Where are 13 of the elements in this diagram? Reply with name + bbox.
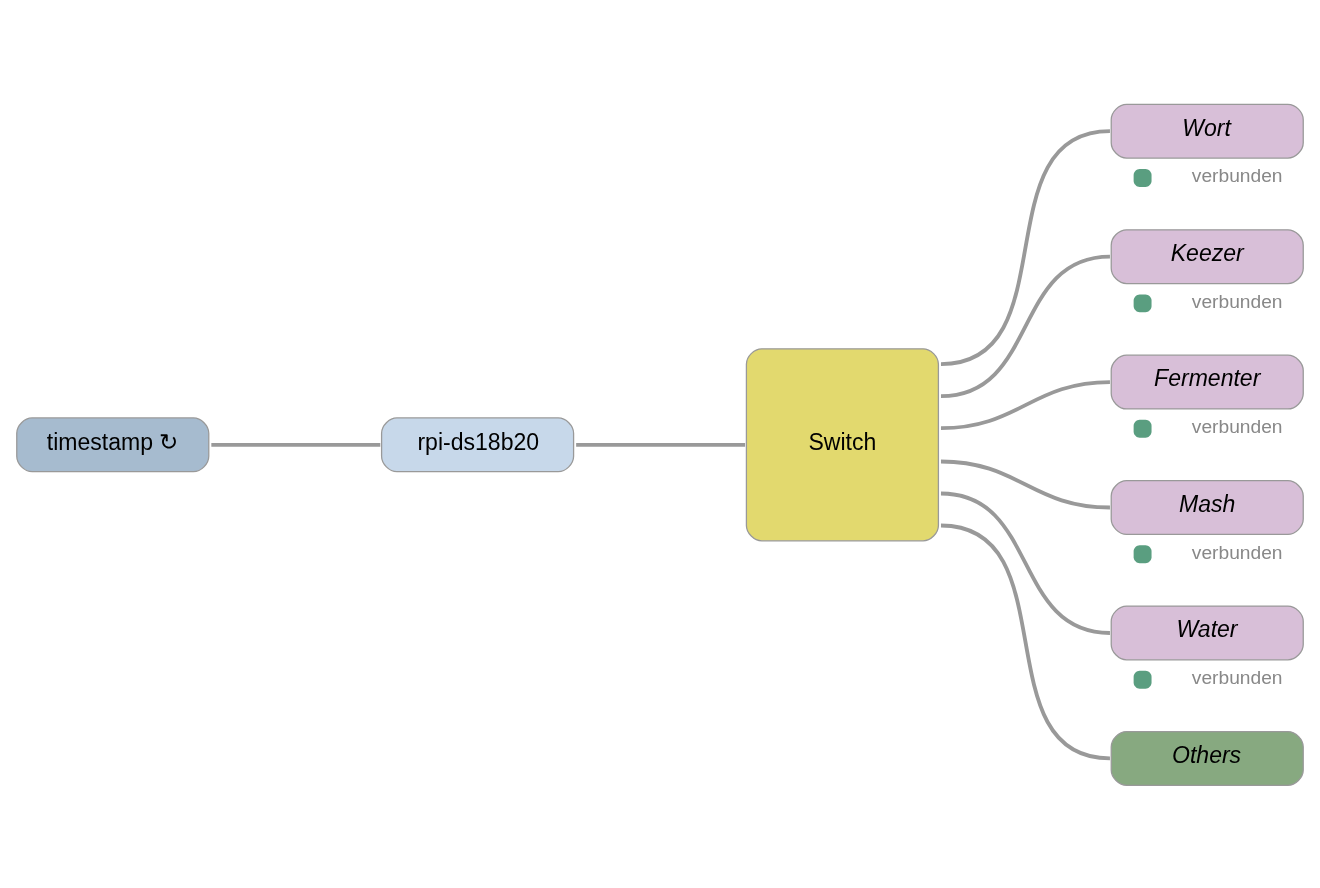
connector — [940, 128, 1111, 366]
connector — [940, 459, 1111, 509]
connector — [940, 254, 1111, 398]
connector — [940, 523, 1111, 760]
node-label: verbunden — [1191, 415, 1283, 437]
node-label: verbunden — [1191, 541, 1283, 563]
connector — [576, 442, 746, 447]
connector — [940, 379, 1111, 430]
connector — [211, 442, 381, 447]
node-label: verbunden — [1191, 666, 1283, 688]
node-label: verbunden — [1191, 164, 1283, 186]
node-label: verbunden — [1191, 290, 1283, 312]
connector — [940, 491, 1111, 635]
